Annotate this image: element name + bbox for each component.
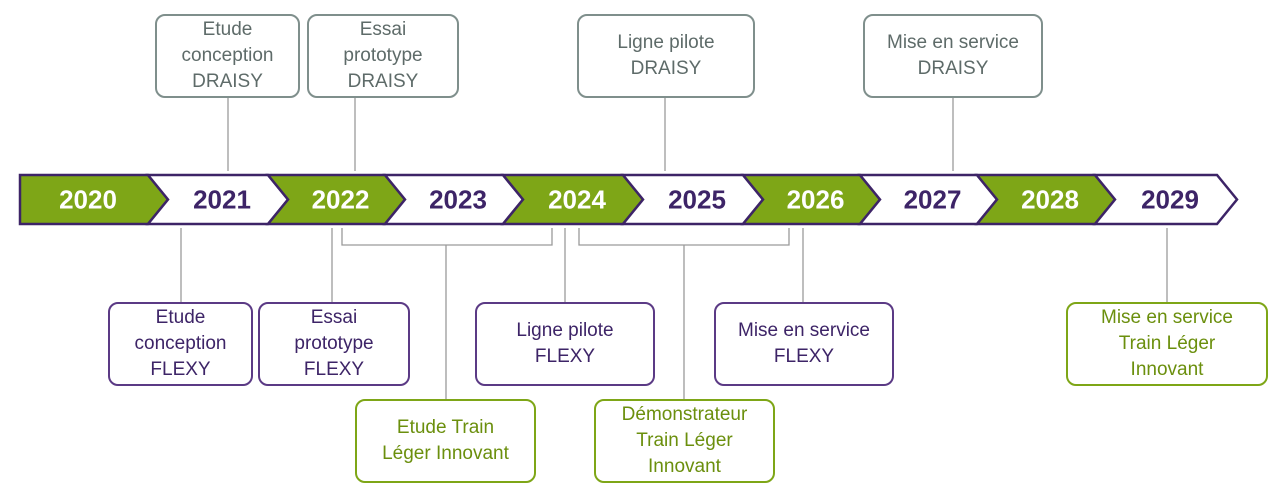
year-label-2024: 2024 — [548, 185, 606, 215]
milestone-ligne-pilote-flexy: Ligne pilote FLEXY — [475, 302, 655, 386]
connector-lines — [180, 98, 1168, 399]
year-arrows: 2020 2021 2022 2023 2024 2025 2026 2027 2028 2029 — [18, 173, 1239, 226]
bracket-etude-train-leger — [341, 228, 553, 246]
milestone-essai-prototype-flexy: Essai prototype FLEXY — [258, 302, 410, 386]
milestone-essai-prototype-draisy: Essai prototype DRAISY — [307, 14, 459, 98]
bracket-demonstrateur-train-leger — [578, 228, 790, 246]
milestone-ligne-pilote-draisy: Ligne pilote DRAISY — [577, 14, 755, 98]
milestone-mise-en-service-train-leger: Mise en service Train Léger Innovant — [1066, 302, 1268, 386]
year-label-2020: 2020 — [59, 185, 117, 215]
year-label-2027: 2027 — [904, 185, 962, 215]
year-label-2023: 2023 — [429, 185, 487, 215]
milestone-demonstrateur-train-leger: Démonstrateur Train Léger Innovant — [594, 399, 775, 483]
milestone-etude-conception-draisy: Etude conception DRAISY — [155, 14, 300, 98]
milestone-mise-en-service-flexy: Mise en service FLEXY — [714, 302, 894, 386]
year-label-2025: 2025 — [668, 185, 726, 215]
milestone-etude-conception-flexy: Etude conception FLEXY — [108, 302, 253, 386]
year-label-2026: 2026 — [787, 185, 845, 215]
year-arrow-2029 — [1092, 173, 1239, 226]
milestone-etude-train-leger: Etude Train Léger Innovant — [355, 399, 536, 483]
year-label-2029: 2029 — [1141, 185, 1199, 215]
year-label-2028: 2028 — [1021, 185, 1079, 215]
year-label-2021: 2021 — [193, 185, 251, 215]
year-label-2022: 2022 — [312, 185, 370, 215]
milestone-mise-en-service-draisy: Mise en service DRAISY — [863, 14, 1043, 98]
